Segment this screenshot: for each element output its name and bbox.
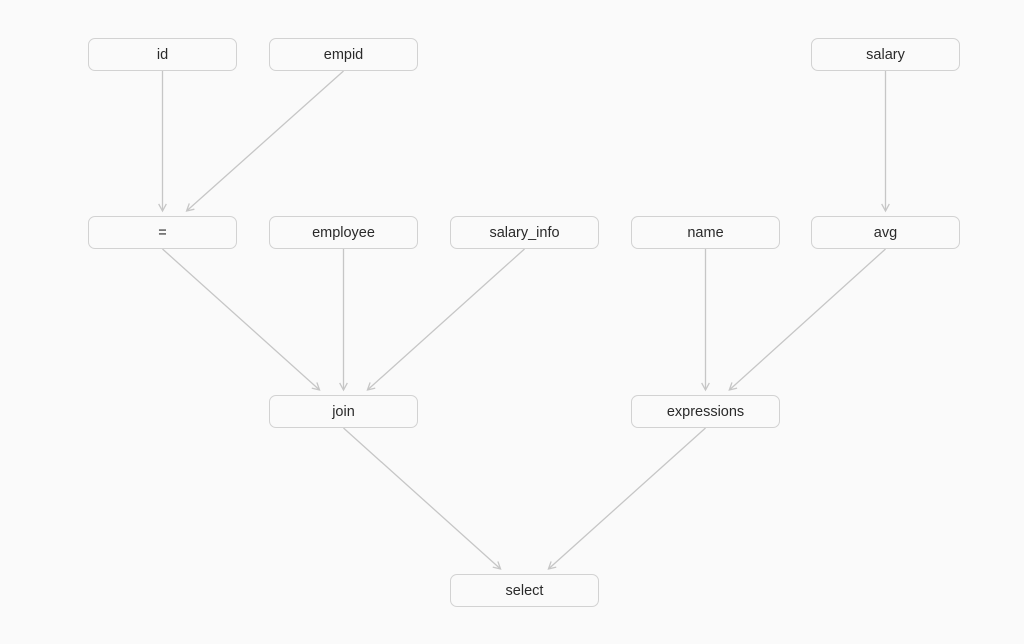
- node-label: name: [687, 224, 724, 241]
- node-label: id: [156, 46, 169, 63]
- node-empid[interactable]: empid: [269, 38, 418, 71]
- node-select[interactable]: select: [450, 574, 599, 607]
- node-employee[interactable]: employee: [269, 216, 418, 249]
- edge-line: [728, 248, 886, 391]
- arrowhead-icon: [701, 382, 710, 392]
- node-label: salary: [866, 46, 905, 63]
- arrowhead-icon: [339, 382, 348, 392]
- node-id[interactable]: id: [88, 38, 237, 71]
- node-label: =: [158, 224, 167, 241]
- node-expressions[interactable]: expressions: [631, 395, 780, 428]
- edge-line: [162, 248, 320, 391]
- node-label: expressions: [666, 403, 745, 420]
- node-label: employee: [312, 224, 375, 241]
- edge-line: [367, 248, 525, 391]
- node-equals[interactable]: =: [88, 216, 237, 249]
- edge-line: [548, 427, 706, 570]
- node-avg[interactable]: avg: [811, 216, 960, 249]
- edge-line: [186, 70, 344, 212]
- node-join[interactable]: join: [269, 395, 418, 428]
- arrowhead-icon: [881, 203, 890, 213]
- node-name[interactable]: name: [631, 216, 780, 249]
- node-salary[interactable]: salary: [811, 38, 960, 71]
- node-salary-info[interactable]: salary_info: [450, 216, 599, 249]
- arrowhead-icon: [311, 382, 321, 391]
- node-label: join: [332, 403, 355, 420]
- edge-line: [343, 427, 501, 570]
- node-label: select: [505, 582, 544, 599]
- arrowhead-icon: [158, 203, 167, 213]
- node-label: avg: [873, 224, 898, 241]
- arrowhead-icon: [492, 561, 502, 570]
- arrowhead-icon: [547, 561, 557, 570]
- node-label: salary_info: [489, 224, 560, 241]
- arrowhead-icon: [728, 382, 738, 391]
- node-label: empid: [323, 46, 364, 63]
- arrowhead-icon: [366, 382, 376, 391]
- arrowhead-icon: [185, 203, 195, 212]
